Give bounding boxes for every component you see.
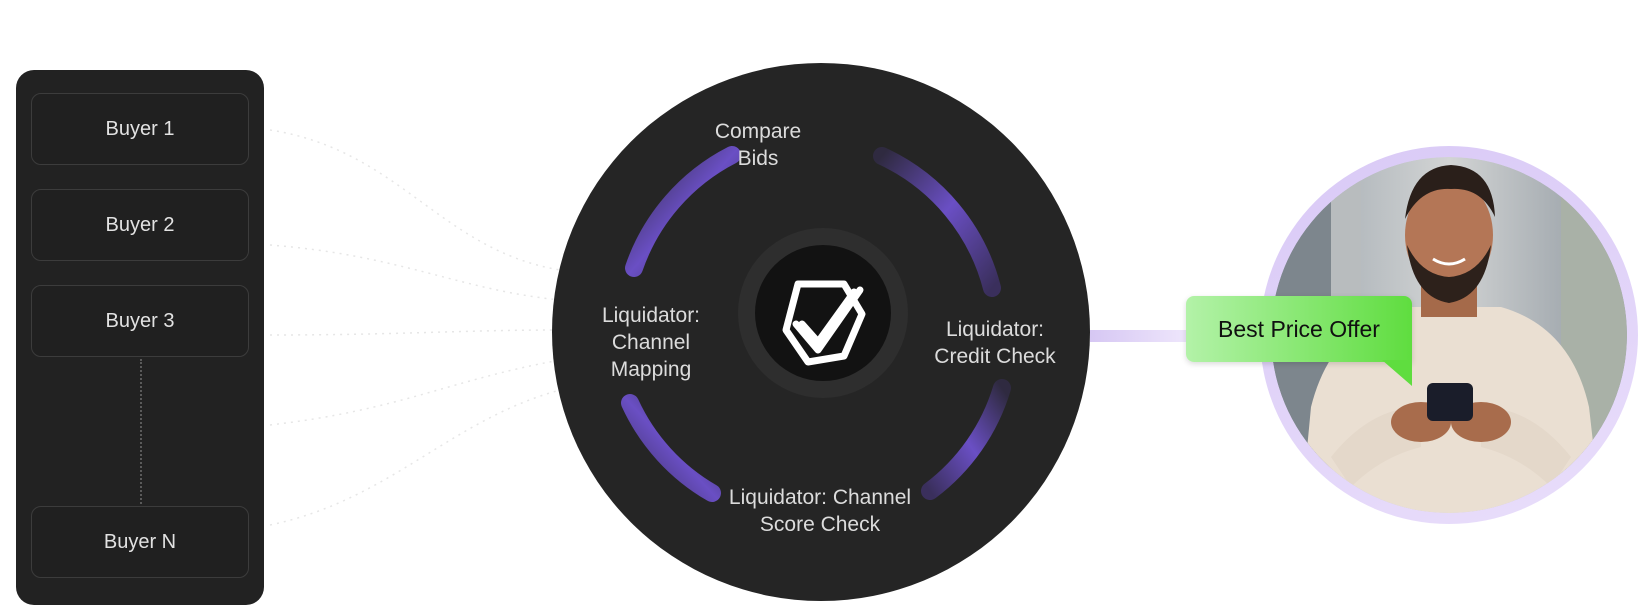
arc-bottom-right xyxy=(921,379,1011,500)
step-channel-mapping: Liquidator: Channel Mapping xyxy=(601,304,701,381)
buyer-card-n[interactable]: Buyer N xyxy=(31,506,249,578)
best-price-offer-label: Best Price Offer xyxy=(1218,315,1380,342)
buyer-ellipsis-line xyxy=(140,359,142,504)
buyer-panel: Buyer 1 Buyer 2 Buyer 3 Buyer N xyxy=(16,70,264,605)
best-price-offer-bubble: Best Price Offer xyxy=(1186,296,1412,362)
buyer-card-label: Buyer 1 xyxy=(105,117,175,140)
arc-top-left xyxy=(625,146,741,277)
offer-bubble-tail xyxy=(1382,360,1412,386)
flow-line-mid xyxy=(269,359,561,426)
connector-bar xyxy=(1090,330,1190,342)
flow-line-buyer-1 xyxy=(269,129,561,271)
buyer-card-2[interactable]: Buyer 2 xyxy=(31,189,249,261)
buyer-card-3[interactable]: Buyer 3 xyxy=(31,285,249,357)
step-credit-check: Liquidator: Credit Check xyxy=(934,318,1056,368)
buyer-card-1[interactable]: Buyer 1 xyxy=(31,93,249,165)
flow-line-buyer-n xyxy=(269,389,561,526)
step-channel-score-check: Liquidator: Channel Score Check xyxy=(728,486,912,536)
flow-line-buyer-2 xyxy=(269,244,561,301)
arc-top-right xyxy=(873,147,1001,297)
step-compare-bids: Compare Bids xyxy=(714,120,802,170)
buyer-card-label: Buyer 2 xyxy=(105,213,175,236)
flow-line-buyer-3 xyxy=(269,329,561,336)
buyer-card-label: Buyer 3 xyxy=(105,309,175,332)
center-ring-inner xyxy=(755,245,891,381)
arc-bottom-left xyxy=(621,394,721,502)
buyer-card-label: Buyer N xyxy=(103,530,177,553)
checkmark-box-icon xyxy=(782,280,866,366)
